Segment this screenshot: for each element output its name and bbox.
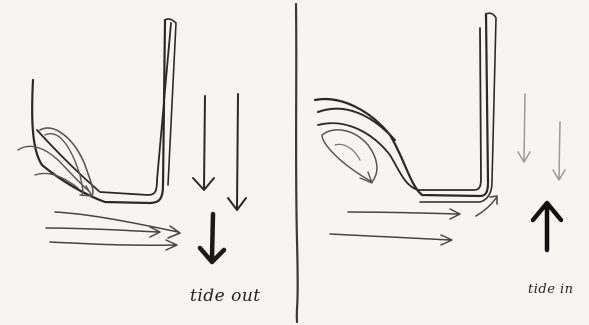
caption-tide-in: tide in xyxy=(528,282,574,297)
caption-tide-out: tide out xyxy=(190,286,261,306)
